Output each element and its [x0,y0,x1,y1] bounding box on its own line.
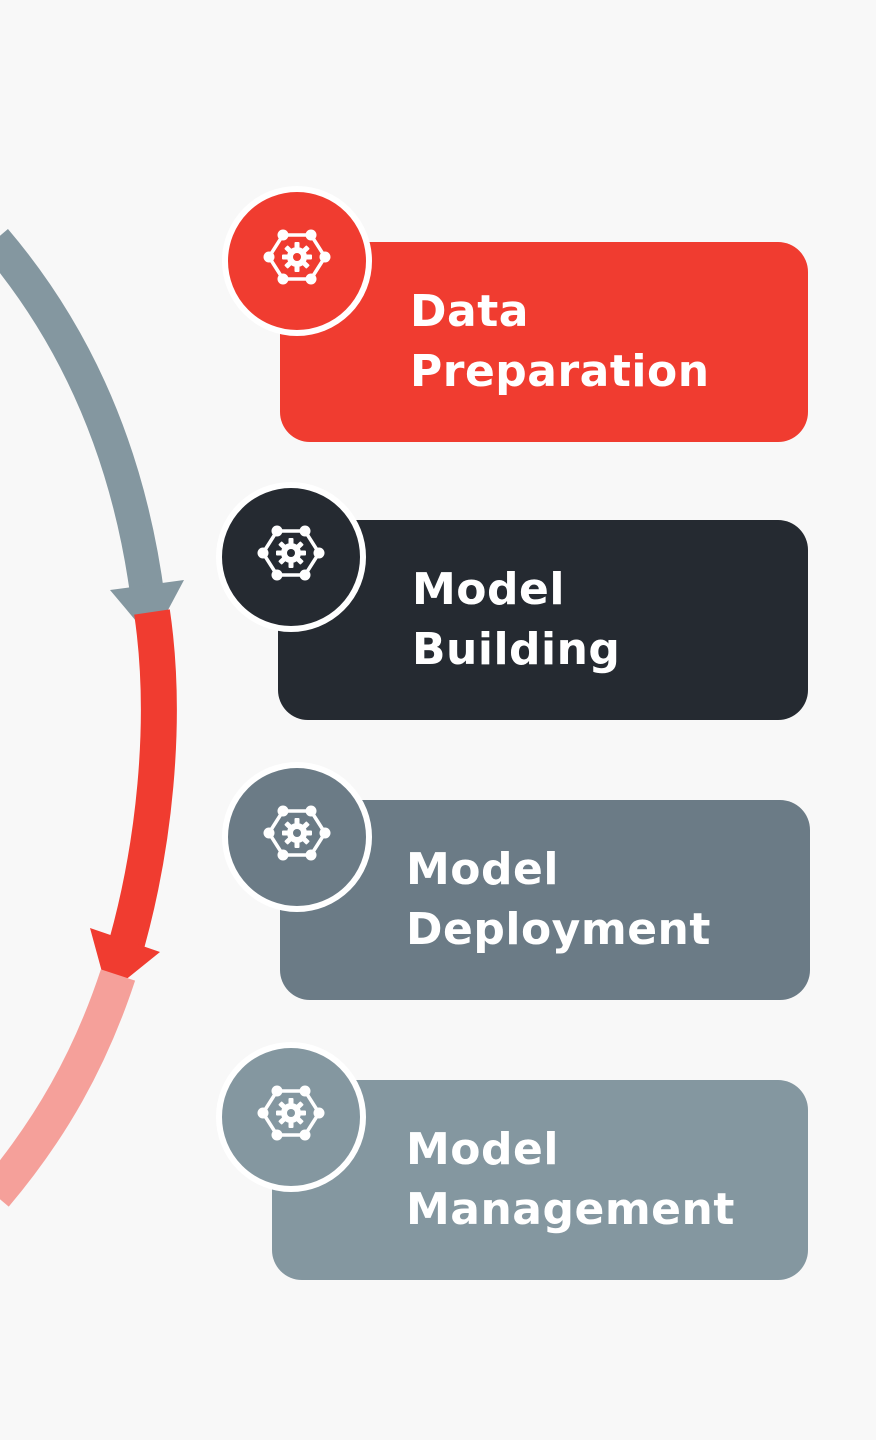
stage-icon-circle [216,1042,366,1192]
gear-network-icon [263,229,331,285]
stage-title-line2: Deployment [406,904,711,955]
stage-title-line2: Preparation [410,346,710,397]
gear-network-icon [263,805,331,861]
arc-gray [0,228,165,603]
stage-title-line2: Management [406,1184,735,1235]
stage-icon-circle [222,186,372,336]
stage-card: Model Building [278,520,808,720]
stage-title-line2: Building [412,624,621,675]
arc-pink [0,969,136,1207]
gear-network-icon [257,525,325,581]
stage-title-line1: Model [412,564,565,615]
stage-title-line1: Model [406,844,559,895]
stage-icon-circle [222,762,372,912]
arc-red [104,609,177,966]
stage-title-line1: Model [406,1124,559,1175]
stage-title-line1: Data [410,286,529,337]
gear-network-icon [257,1085,325,1141]
stage-icon-circle [216,482,366,632]
arrowhead-gray-icon [110,580,184,640]
